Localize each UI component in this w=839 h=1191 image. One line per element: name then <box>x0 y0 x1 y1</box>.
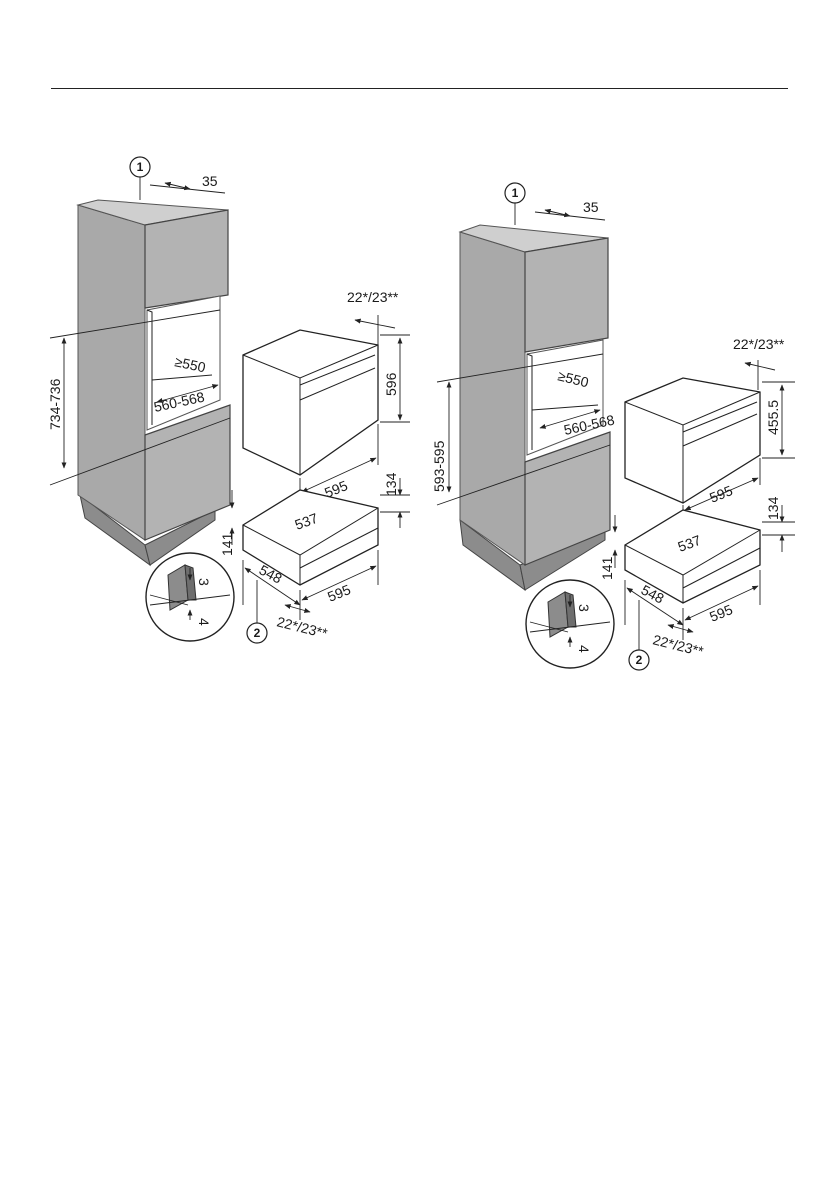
dim-top-gap: 35 <box>202 173 218 189</box>
tall-cabinet <box>76 199 231 567</box>
dim-appliance-projection: 22*/23** <box>347 289 399 305</box>
detail-a-right: 3 <box>576 604 592 612</box>
dim-drawer-depth-right: 537 <box>676 532 704 555</box>
detail-view-right: 3 4 <box>525 579 615 669</box>
dim-drawer-width: 595 <box>325 581 353 605</box>
appliance-right <box>624 377 761 504</box>
dim-niche-depth-right: ≥550 <box>556 367 590 390</box>
dim-drawer-depth: 537 <box>293 510 321 533</box>
detail-a: 3 <box>196 578 212 586</box>
callout-circle-2 <box>246 622 268 644</box>
dim-appliance-height-right: 455.5 <box>765 400 781 435</box>
appliance-left <box>242 329 379 476</box>
callout-circle-2-right <box>628 649 650 671</box>
detail-view-left: 3 4 <box>145 552 235 642</box>
callout-2-label-right: 2 <box>636 653 643 667</box>
dim-drawer-niche: 141 <box>219 532 235 556</box>
warming-drawer-right <box>624 509 761 604</box>
dim-drawer-niche-right: 141 <box>599 556 615 580</box>
dim-appliance-height: 596 <box>383 372 399 396</box>
tall-cabinet-right <box>458 224 611 592</box>
dim-drawer-height-right: 134 <box>765 496 781 520</box>
header-rule <box>51 88 788 89</box>
dim-niche-depth: ≥550 <box>173 353 207 375</box>
dim-drawer-width-right: 595 <box>707 601 735 625</box>
dim-niche-height-right: 593-595 <box>431 440 447 492</box>
dim-drawer-projection-right: 22*/23** <box>651 631 705 659</box>
callout-2-label: 2 <box>254 626 261 640</box>
detail-b: 4 <box>196 618 212 626</box>
callout-1-label-right: 1 <box>512 186 519 200</box>
dim-drawer-height: 134 <box>383 472 399 496</box>
diagram-right: 1 35 593-595 ≥550 560-568 22*/23** 455.5… <box>431 182 795 671</box>
dim-top-gap-right: 35 <box>583 199 599 215</box>
dim-niche-height: 734-736 <box>47 378 63 430</box>
diagram-left: 1 35 734-736 ≥550 560-568 22*/23** 596 <box>47 156 410 644</box>
dim-drawer-projection: 22*/23** <box>275 613 329 641</box>
dim-appliance-projection-right: 22*/23** <box>733 336 785 352</box>
callout-1-label: 1 <box>137 160 144 174</box>
detail-b-right: 4 <box>576 645 592 653</box>
